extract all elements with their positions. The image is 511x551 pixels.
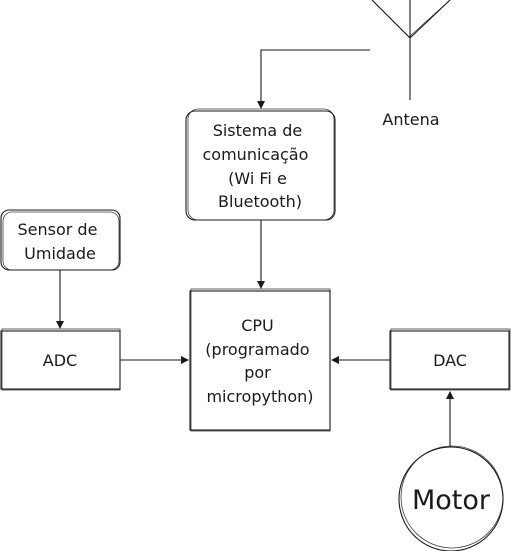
cpu-label-line-4: micropython) — [206, 387, 313, 406]
cpu-label-line-3: por — [244, 363, 271, 382]
comm-node: Sistema de comunicação (Wi Fi e Bluetoot… — [185, 108, 336, 221]
comm-label-line-2: comunicação — [203, 145, 309, 164]
antenna-icon — [371, 0, 451, 100]
cpu-label-line-1: CPU — [241, 316, 274, 335]
comm-label-line-4: Bluetooth) — [218, 192, 302, 211]
sensor-node: Sensor de Umidade — [0, 209, 121, 271]
svg-text:Sistema de comunicação: Sistema de comunicação (Wi Fi e Bluetoot… — [203, 121, 314, 211]
sensor-label-line-2: Umidade — [24, 244, 96, 263]
cpu-label-line-2: (programado — [205, 340, 309, 359]
cpu-node: CPU (programado por micropython) — [189, 288, 331, 432]
svg-text:Sensor de Umidade: Sensor de Umidade — [17, 220, 102, 263]
adc-node: ADC — [0, 328, 121, 391]
dac-node: DAC — [389, 328, 511, 391]
dac-label: DAC — [433, 351, 467, 370]
sensor-label-line-1: Sensor de — [17, 220, 97, 239]
adc-label: ADC — [43, 351, 77, 370]
motor-label: Motor — [412, 485, 491, 516]
comm-label-line-3: (Wi Fi e — [228, 169, 287, 188]
antenna-label: Antena — [382, 110, 439, 129]
comm-label-line-1: Sistema de — [213, 121, 303, 140]
svg-text:CPU (programado po: CPU (programado por micropython) — [205, 316, 314, 406]
edge-antenna-to-comm — [257, 49, 370, 109]
motor-node: Motor — [398, 445, 504, 551]
